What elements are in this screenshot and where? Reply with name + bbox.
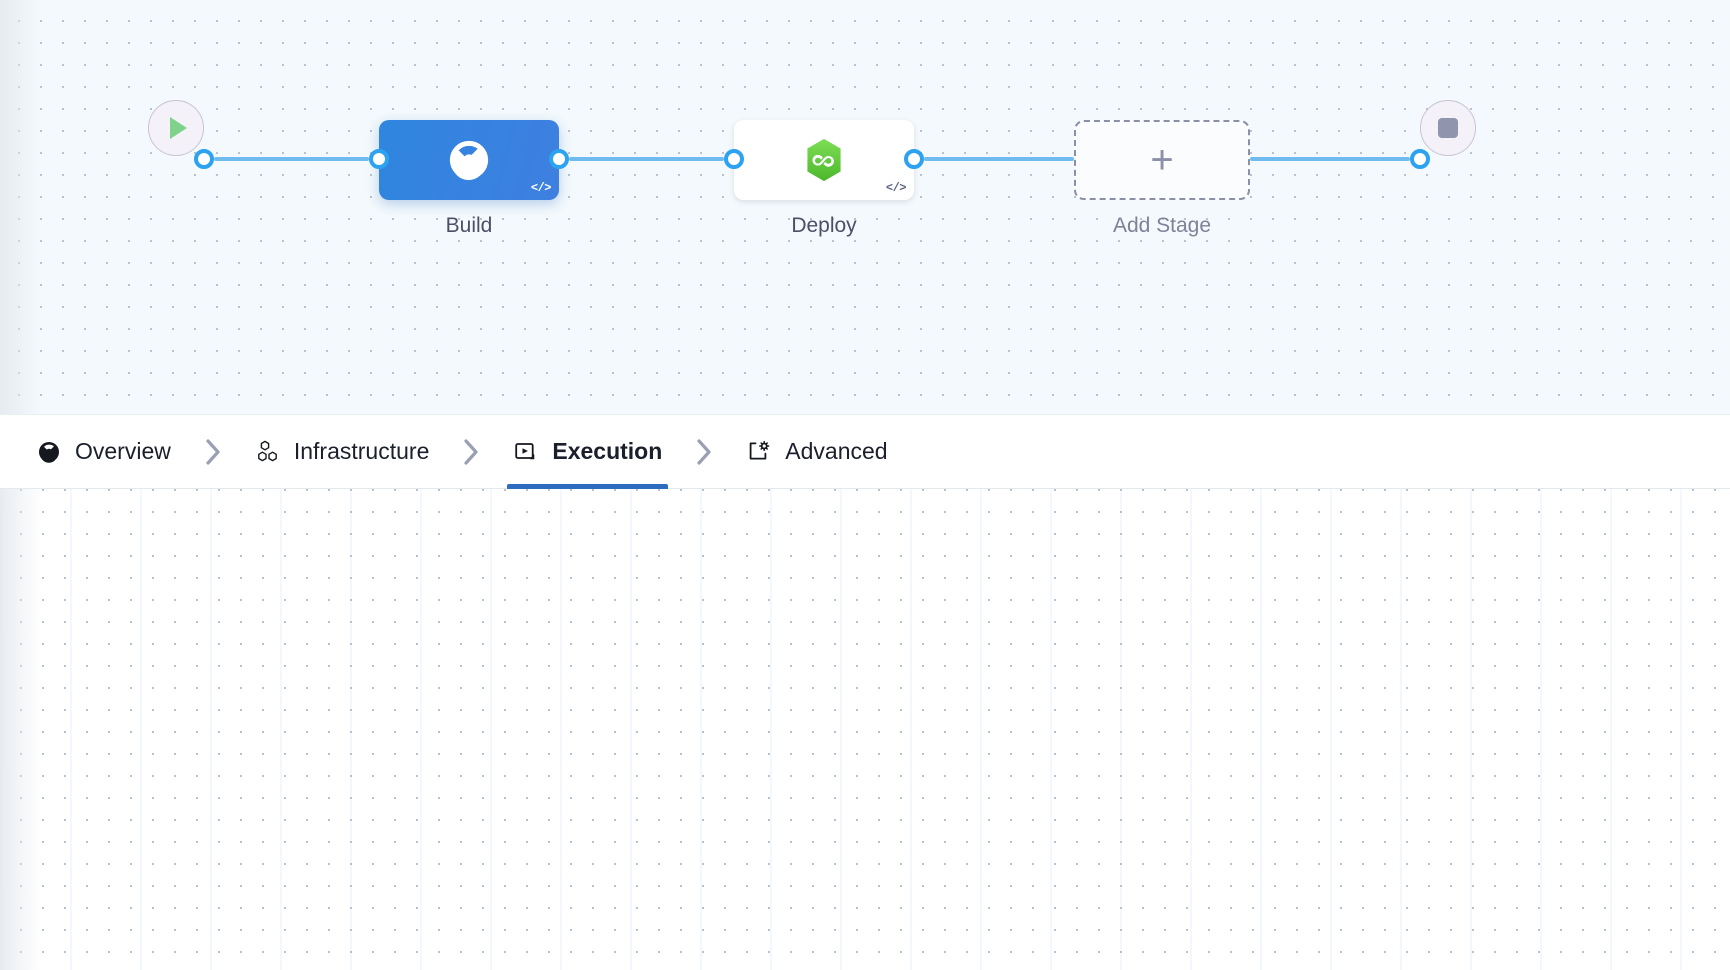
add-stage-button[interactable]: + bbox=[1074, 120, 1250, 200]
tab-label: Advanced bbox=[785, 438, 888, 464]
tab-label: Infrastructure bbox=[293, 438, 430, 464]
stage-config-tabbar: Overview Infrastructure bbox=[0, 415, 1730, 489]
port-dot[interactable] bbox=[369, 149, 389, 170]
code-badge-icon: </> bbox=[885, 181, 907, 195]
chevron-right-icon bbox=[435, 437, 507, 467]
play-icon bbox=[170, 117, 187, 139]
code-badge-icon: </> bbox=[530, 181, 552, 195]
port-dot[interactable] bbox=[904, 149, 924, 170]
stage-label: Build bbox=[445, 214, 493, 237]
port-dot[interactable] bbox=[1410, 149, 1430, 170]
tab-infrastructure[interactable]: Infrastructure bbox=[249, 415, 436, 488]
connector-line bbox=[569, 157, 724, 162]
tab-label: Execution bbox=[552, 438, 663, 464]
execution-steps-canvas[interactable]: </> Build and Test bbox=[0, 489, 1730, 970]
connector-line bbox=[214, 157, 369, 162]
connector-line bbox=[924, 157, 1074, 162]
canvas-left-gutter bbox=[0, 0, 42, 415]
port-dot[interactable] bbox=[194, 149, 214, 170]
stage-box[interactable]: </> bbox=[734, 120, 914, 200]
pipeline-end-node[interactable] bbox=[1420, 100, 1476, 156]
stages-pipeline-row: </> Build bbox=[148, 100, 1476, 239]
tab-overview[interactable]: Overview bbox=[30, 415, 177, 488]
plus-icon: + bbox=[1150, 138, 1174, 182]
infrastructure-icon bbox=[255, 439, 281, 465]
port-dot[interactable] bbox=[724, 149, 744, 170]
stage-label: Deploy bbox=[791, 214, 857, 237]
pipeline-start-node[interactable] bbox=[148, 100, 204, 156]
canvas-left-gutter bbox=[0, 489, 42, 970]
harness-ci-icon bbox=[449, 140, 489, 181]
overview-icon bbox=[36, 439, 62, 465]
stages-canvas[interactable]: </> Build bbox=[0, 0, 1730, 415]
stage-node-deploy[interactable]: </> Deploy bbox=[734, 120, 914, 239]
add-stage-label: Add Stage bbox=[1112, 214, 1212, 237]
advanced-icon bbox=[746, 439, 772, 465]
stop-icon bbox=[1438, 118, 1458, 138]
tab-label: Overview bbox=[75, 438, 171, 464]
harness-cd-icon bbox=[807, 138, 841, 182]
stage-node-build[interactable]: </> Build bbox=[379, 120, 559, 239]
port-dot[interactable] bbox=[549, 149, 569, 170]
stage-box[interactable]: </> bbox=[379, 120, 559, 200]
tab-advanced[interactable]: Advanced bbox=[740, 415, 893, 488]
execution-icon bbox=[513, 439, 539, 465]
connector-line bbox=[1250, 157, 1410, 162]
chevron-right-icon bbox=[177, 437, 249, 467]
add-stage-node[interactable]: + Add Stage bbox=[1074, 120, 1250, 239]
chevron-right-icon bbox=[668, 437, 740, 467]
tab-execution[interactable]: Execution bbox=[507, 415, 669, 489]
